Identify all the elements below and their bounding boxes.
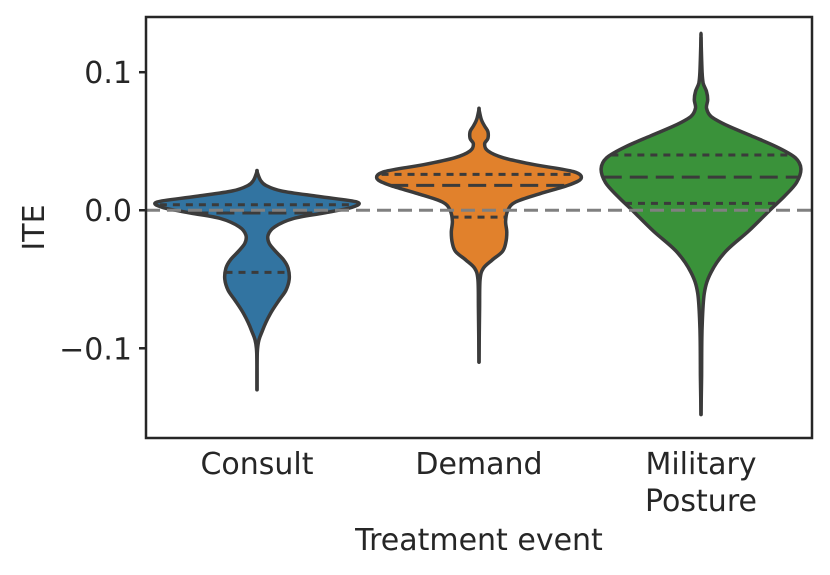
x-tick-label-line: Military	[645, 447, 756, 482]
y-tick-label: 0.1	[84, 56, 132, 91]
y-tick-label: 0.0	[84, 194, 132, 229]
y-axis-ticks: 0.1 0.0 −0.1	[59, 56, 146, 367]
violin-military-posture	[599, 31, 803, 417]
x-tick-label-line: Posture	[645, 484, 757, 519]
violin-body	[599, 31, 803, 417]
x-tick-label-line: Demand	[415, 447, 542, 482]
x-axis-label: Treatment event	[354, 523, 603, 558]
y-axis-label: ITE	[17, 204, 52, 250]
violin-consult	[153, 168, 361, 392]
violin-body	[153, 168, 361, 392]
violin-body	[374, 106, 584, 364]
plot-frame	[144, 15, 814, 440]
y-tick-label: −0.1	[59, 332, 132, 367]
violin-layer	[153, 31, 803, 417]
violin-demand	[374, 106, 584, 364]
x-tick-label-line: Consult	[200, 447, 313, 482]
x-tick-label: Demand	[415, 447, 542, 482]
x-tick-label: Consult	[200, 447, 313, 482]
